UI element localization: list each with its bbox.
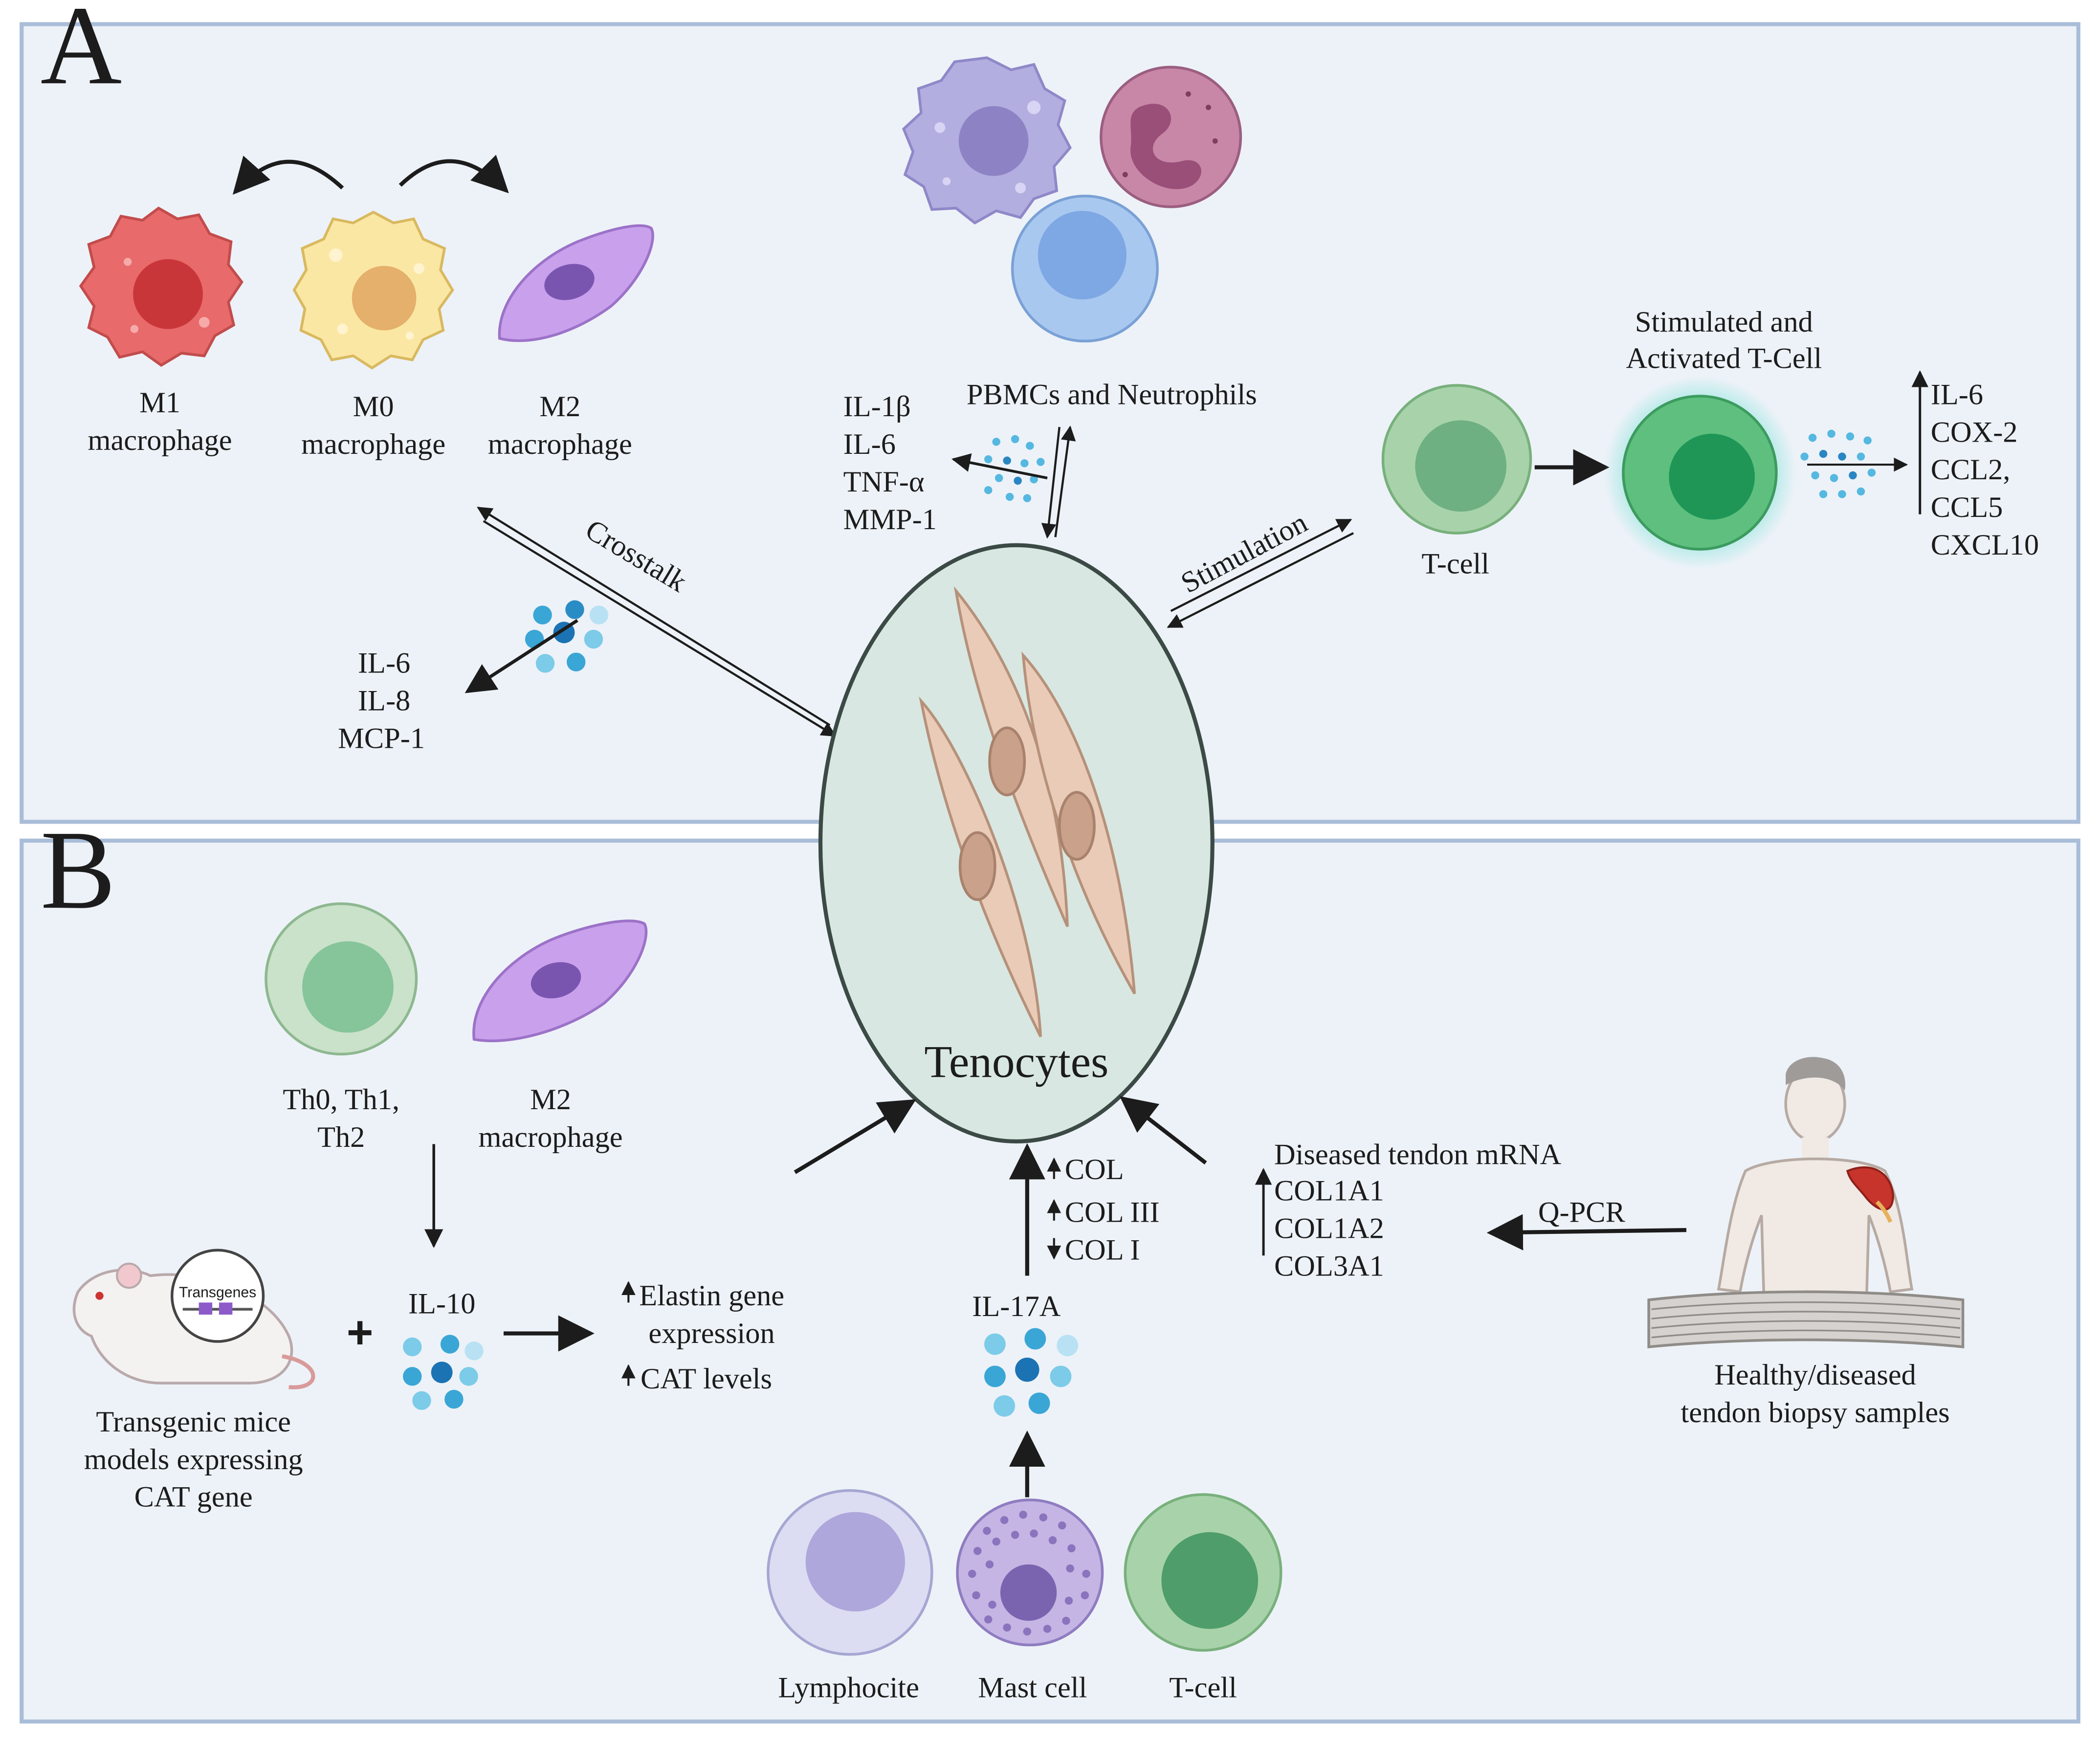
panel-b-letter: B [41, 807, 116, 932]
plus-sign: + [347, 1307, 374, 1358]
activated-tcell [1603, 376, 1797, 570]
th-label-line1: Th0, Th1, [283, 1083, 399, 1116]
pbmc-cytokine-dots [984, 435, 1045, 502]
panel-a-letter: A [41, 0, 122, 108]
tendon-biopsy-bundle [1647, 1290, 1965, 1349]
tenocytes-cell [818, 543, 1215, 1144]
transgenic-mouse: Transgenes [72, 1249, 315, 1389]
mrna-gene-2: COL1A2 [1274, 1212, 1384, 1245]
stimulation-link-down [1167, 532, 1354, 628]
human-torso-figure [1717, 1057, 1914, 1311]
mrna-title: Diseased tendon mRNA [1274, 1139, 1561, 1171]
activated-cytokine-dots [1800, 429, 1876, 498]
activated-cytokine-4: CCL5 [1931, 491, 2003, 524]
crosstalk-cytokine-3: MCP-1 [338, 722, 425, 755]
activated-cytokine-5: CXCL10 [1931, 529, 2039, 561]
activated-cytokine-1: IL-6 [1931, 378, 1983, 411]
mouse-label-line2: models expressing [84, 1443, 303, 1476]
tcell-b-label: T-cell [1169, 1672, 1237, 1704]
m2-label-line2-a: macrophage [488, 428, 632, 461]
stimulation-link-up [1170, 518, 1352, 612]
col-effect-3: COL I [1065, 1234, 1140, 1267]
tcell-a-label: T-cell [1421, 547, 1489, 580]
mrna-gene-3: COL3A1 [1274, 1250, 1384, 1282]
th-label-line2: Th2 [317, 1121, 365, 1154]
pbmc-cytokine-arrow [951, 453, 1048, 480]
elastin-effect-line3: CAT levels [641, 1363, 772, 1395]
mast-cell [956, 1498, 1104, 1647]
pbmc-link-down [1041, 426, 1061, 539]
m1-label-line1: M1 [139, 386, 180, 419]
pbmc-cytokine-2: IL-6 [843, 428, 896, 461]
il10-label: IL-10 [408, 1287, 476, 1320]
qpcr-arrow [1486, 1214, 1687, 1251]
m2-macrophage-cell-b [472, 919, 648, 1043]
elastin-to-tenocytes-arrow [794, 1099, 916, 1174]
tcell-a [1381, 384, 1532, 535]
elastin-effect-line1: Elastin gene [639, 1279, 784, 1312]
crosstalk-link-down [483, 520, 837, 737]
pbmc-cell-blue [1011, 195, 1159, 343]
m0-label-line2: macrophage [301, 428, 445, 461]
lymphocyte-label: Lymphocite [778, 1672, 919, 1704]
tcell-b [1124, 1493, 1282, 1652]
activated-cytokine-2: COX-2 [1931, 416, 2018, 448]
mouse-label-line3: CAT gene [134, 1481, 253, 1514]
m0-to-m2-arrow [398, 155, 509, 194]
m0-label-line1: M0 [353, 390, 394, 423]
pbmc-link-up [1054, 425, 1076, 537]
mrna-gene-1: COL1A1 [1274, 1175, 1384, 1207]
activated-label-line1: Stimulated and [1635, 306, 1813, 338]
biopsy-label-line2: tendon biopsy samples [1680, 1396, 1949, 1429]
il17a-label: IL-17A [972, 1290, 1061, 1323]
tenocytes-label: Tenocytes [924, 1037, 1108, 1087]
m1-label-line2: macrophage [88, 424, 232, 457]
col-effect-1: COL [1065, 1153, 1124, 1186]
crosstalk-cytokine-arrow [464, 619, 578, 693]
pbmc-cytokine-4: MMP-1 [843, 503, 937, 536]
mouse-badge-label: Transgenes [179, 1284, 256, 1300]
mast-cell-label: Mast cell [978, 1672, 1087, 1704]
neutrophil-cell [1100, 66, 1242, 208]
elastin-effect-line2: expression [648, 1317, 774, 1350]
m2-macrophage-cell-a [498, 224, 654, 342]
col-effect-2: COL III [1065, 1196, 1160, 1229]
crosstalk-cytokine-1: IL-6 [358, 647, 410, 680]
m2-label-line1-b: M2 [530, 1083, 571, 1116]
m2-label-line2-b: macrophage [479, 1121, 623, 1154]
pbmc-cell-purple [902, 56, 1072, 225]
il10-cytokine-dots [403, 1335, 484, 1410]
th-cell [265, 902, 418, 1056]
crosstalk-link-up [477, 507, 831, 726]
qpcr-label: Q-PCR [1538, 1196, 1626, 1229]
biopsy-label-line1: Healthy/diseased [1714, 1359, 1916, 1391]
m2-label-line1-a: M2 [539, 390, 580, 423]
m0-macrophage-cell [292, 210, 454, 370]
mouse-label-line1: Transgenic mice [96, 1406, 291, 1438]
lymphocyte-cell [767, 1489, 933, 1656]
pbmc-label: PBMCs and Neutrophils [967, 378, 1257, 411]
activated-label-line2: Activated T-Cell [1626, 342, 1822, 375]
pbmc-cytokine-1: IL-1β [843, 390, 911, 423]
il17a-cytokine-dots [984, 1328, 1079, 1417]
pbmc-cytokine-3: TNF-α [843, 466, 925, 498]
crosstalk-cytokine-2: IL-8 [358, 685, 410, 717]
m1-macrophage-cell [79, 206, 243, 367]
m0-to-m1-arrow [232, 156, 344, 195]
activated-cytokine-3: CCL2, [1931, 453, 2011, 486]
mrna-to-tenocytes-arrow [1119, 1096, 1207, 1165]
